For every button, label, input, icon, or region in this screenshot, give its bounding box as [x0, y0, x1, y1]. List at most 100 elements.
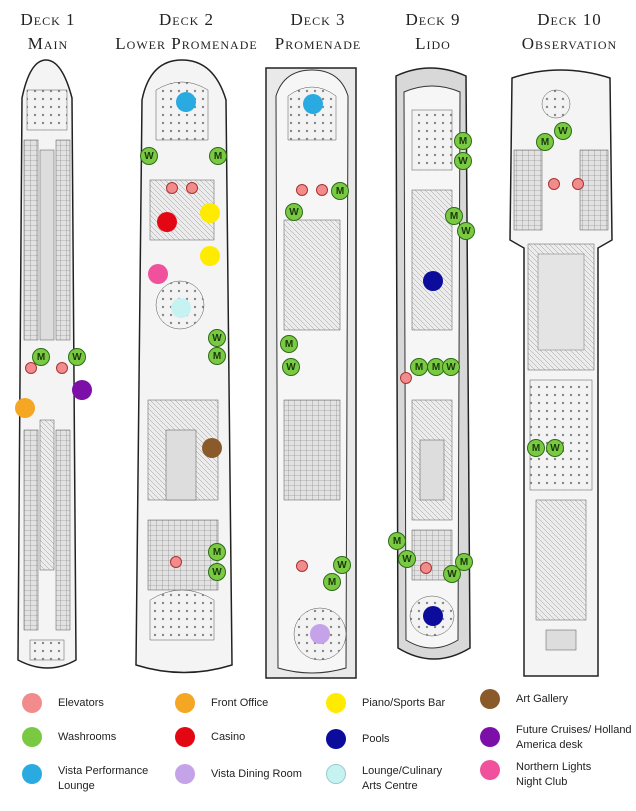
deck-number: Deck 1 [20, 10, 76, 29]
piano-sports-bar-marker [200, 246, 220, 266]
legend-item-art-gallery: Art Gallery [480, 689, 568, 709]
mens-washroom-marker: M [331, 182, 349, 200]
northern-lights-night-club-marker [148, 264, 168, 284]
lounge-culinary-arts-centre-swatch [326, 764, 346, 784]
womens-washroom-marker: W [208, 563, 226, 581]
mens-washroom-marker: M [208, 543, 226, 561]
future-cruises-desk-marker [72, 380, 92, 400]
mens-washroom-marker: M [445, 207, 463, 225]
legend-item-northern-lights-night-club: Northern Lights Night Club [480, 760, 616, 790]
deck-10-plan [509, 69, 613, 677]
pool-marker [423, 271, 443, 291]
legend-label: Lounge/Culinary Arts Centre [362, 765, 443, 792]
legend-item-casino: Casino [175, 727, 245, 747]
womens-washroom-marker: W [333, 556, 351, 574]
legend-label: Washrooms [58, 731, 117, 743]
womens-washroom-marker: W [285, 203, 303, 221]
casino-marker [157, 212, 177, 232]
art-gallery-swatch [480, 689, 500, 709]
mens-washroom-marker: M [388, 532, 406, 550]
front-office-swatch [175, 693, 195, 713]
legend-label: Pools [362, 733, 390, 745]
future-cruises-swatch [480, 727, 500, 747]
lounge-culinary-arts-centre-marker [171, 298, 191, 318]
vista-dining-room-swatch [175, 764, 195, 784]
deck-1-plan [17, 59, 77, 669]
elevator-marker [420, 562, 432, 574]
deck-number: Deck 9 [405, 10, 461, 29]
deck-name: Promenade [274, 34, 362, 53]
legend-label: Elevators [58, 697, 104, 709]
elevator-marker [572, 178, 584, 190]
deck-number: Deck 2 [158, 10, 215, 29]
deck-name: Lido [415, 34, 451, 53]
elevator-marker [56, 362, 68, 374]
elevator-marker [296, 560, 308, 572]
deck-2-title: Deck 2 Lower Promenade [104, 8, 269, 56]
legend-item-pools: Pools [326, 729, 390, 749]
womens-washroom-marker: W [282, 358, 300, 376]
mens-washroom-marker: M [32, 348, 50, 366]
elevator-marker [166, 182, 178, 194]
casino-swatch [175, 727, 195, 747]
mens-washroom-marker: M [455, 553, 473, 571]
deck-name: Main [27, 34, 69, 53]
elevator-marker [316, 184, 328, 196]
womens-washroom-marker: W [554, 122, 572, 140]
piano-sports-bar-marker [200, 203, 220, 223]
womens-washroom-marker: W [442, 358, 460, 376]
deck-name: Lower Promenade [115, 34, 258, 53]
elevator-marker [170, 556, 182, 568]
deck-10-title: Deck 10 Observation [512, 8, 627, 56]
legend-label: Piano/Sports Bar [362, 697, 446, 709]
womens-washroom-marker: W [68, 348, 86, 366]
vista-performance-lounge-swatch [22, 764, 42, 784]
deck-1-title: Deck 1 Main [18, 8, 78, 56]
deck-number: Deck 3 [290, 10, 346, 29]
deck-3-plan [265, 67, 357, 679]
deck-name: Observation [521, 34, 618, 53]
mens-washroom-marker: M [536, 133, 554, 151]
legend-item-front-office: Front Office [175, 693, 268, 713]
elevator-marker [25, 362, 37, 374]
womens-washroom-marker: W [457, 222, 475, 240]
piano-sports-bar-swatch [326, 693, 346, 713]
womens-washroom-marker: W [398, 550, 416, 568]
mens-washroom-marker: M [280, 335, 298, 353]
legend-label: Casino [211, 731, 246, 743]
elevator-marker [400, 372, 412, 384]
legend-item-elevators: Elevators [22, 693, 104, 713]
mens-washroom-marker: M [208, 347, 226, 365]
vista-dining-room-marker [310, 624, 330, 644]
mens-washroom-marker: M [454, 132, 472, 150]
mens-washroom-marker: M [527, 439, 545, 457]
art-gallery-marker [202, 438, 222, 458]
deck-3-title: Deck 3 Promenade [268, 8, 368, 56]
legend-label: Art Gallery [516, 693, 568, 705]
front-office-marker [15, 398, 35, 418]
legend-label: Vista Performance Lounge [58, 765, 149, 792]
legend-item-vista-dining-room: Vista Dining Room [175, 764, 302, 784]
vista-performance-lounge-marker [303, 94, 323, 114]
elevator-marker [548, 178, 560, 190]
legend-label: Vista Dining Room [211, 768, 302, 780]
elevator-marker [186, 182, 198, 194]
legend-item-future-cruises: Future Cruises/ Holland America desk [480, 723, 636, 753]
elevators-swatch [22, 693, 42, 713]
womens-washroom-marker: W [546, 439, 564, 457]
legend-item-washrooms: Washrooms [22, 727, 116, 747]
vista-performance-lounge-marker [176, 92, 196, 112]
mens-washroom-marker: M [323, 573, 341, 591]
deck-9-title: Deck 9 Lido [398, 8, 468, 56]
deck-number: Deck 10 [537, 10, 602, 29]
legend-label: Northern Lights Night Club [516, 761, 592, 788]
womens-washroom-marker: W [454, 152, 472, 170]
womens-washroom-marker: W [140, 147, 158, 165]
legend-label: Future Cruises/ Holland America desk [516, 724, 632, 751]
womens-washroom-marker: W [443, 565, 461, 583]
northern-lights-night-club-swatch [480, 760, 500, 780]
legend-item-vista-performance-lounge: Vista Performance Lounge [22, 764, 166, 794]
elevator-marker [296, 184, 308, 196]
legend-item-lounge-culinary-arts-centre: Lounge/Culinary Arts Centre [326, 764, 462, 794]
mens-washroom-marker: M [209, 147, 227, 165]
